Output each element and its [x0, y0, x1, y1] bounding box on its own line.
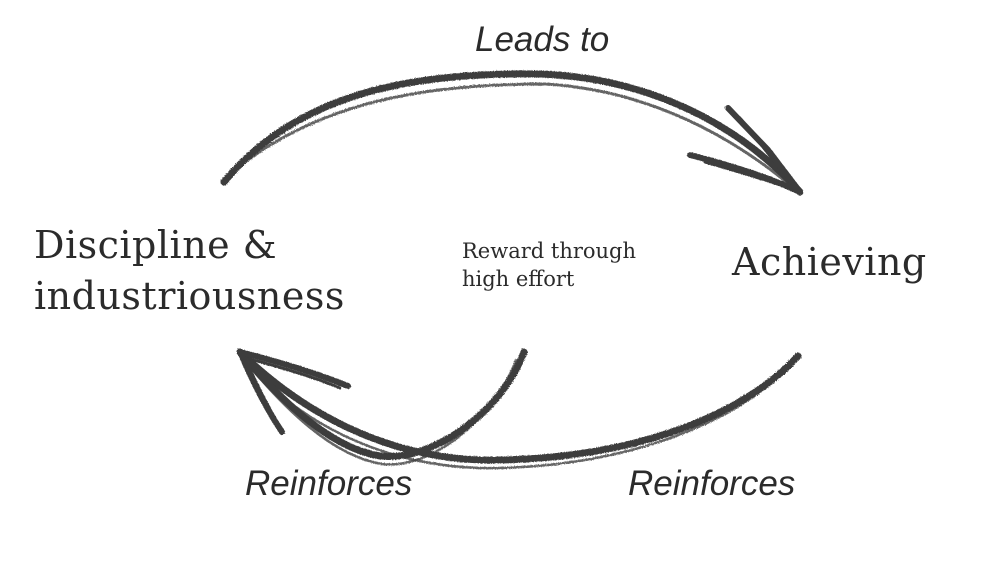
- node-discipline-line2: industriousness: [34, 273, 345, 318]
- center-note-line1: Reward through: [462, 239, 637, 263]
- node-achieving: Achieving: [732, 240, 927, 284]
- arrow-reinforces-head: [237, 349, 351, 435]
- edge-label-reinforces-right: Reinforces: [628, 464, 796, 503]
- arrow-reinforces-right-shaft-inner: [244, 360, 792, 470]
- edge-label-reinforces-left: Reinforces: [245, 464, 413, 503]
- arrow-reinforces-left-shaft-inner: [244, 358, 518, 466]
- node-discipline: Discipline & industriousness: [34, 220, 345, 321]
- arrow-reinforces-head-lower-b: [244, 358, 280, 426]
- arrow-reinforces-head-upper: [237, 349, 351, 389]
- arrow-reinforces-head-upper-b: [244, 356, 342, 390]
- arrow-leads-to-shaft-inner: [230, 82, 798, 192]
- arrow-reinforces-left: [236, 348, 528, 466]
- center-note: Reward through high effort: [462, 238, 636, 294]
- node-discipline-line1: Discipline &: [34, 223, 278, 267]
- center-note-line2: high effort: [462, 266, 575, 291]
- arrow-leads-to-head-upper-b: [738, 116, 788, 178]
- arrow-reinforces-right-shaft: [236, 348, 802, 464]
- arrow-leads-to-head-lower-b: [703, 160, 798, 192]
- arrow-leads-to-shaft: [220, 70, 804, 196]
- edge-label-leads-to: Leads to: [475, 20, 610, 59]
- arrow-leads-to: [220, 70, 804, 196]
- arrow-reinforces-right: [236, 348, 802, 470]
